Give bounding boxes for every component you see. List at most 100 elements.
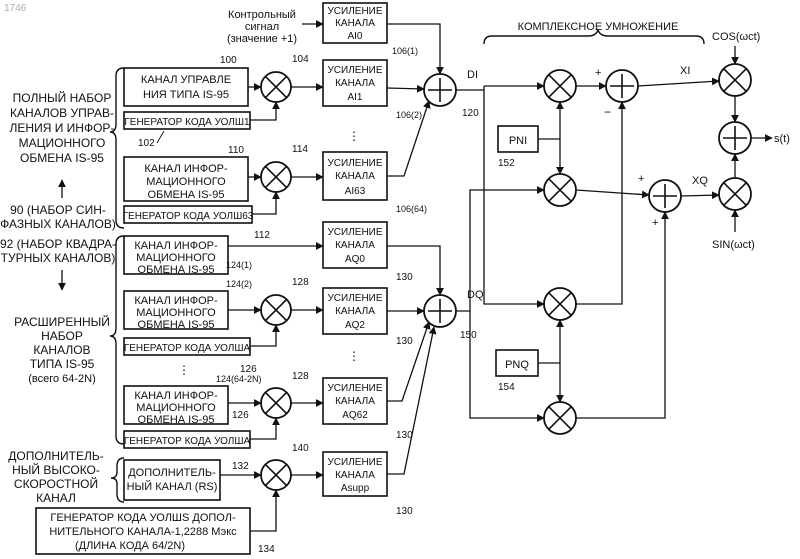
label-set90: 90 (НАБОР СИН- ФАЗНЫХ КАНАЛОВ) bbox=[0, 203, 116, 231]
ref-154: 154 bbox=[498, 382, 515, 393]
multiplier-cm-1 bbox=[544, 70, 576, 102]
ref-140: 140 bbox=[292, 443, 309, 454]
gain-ai1-sub: AI1 bbox=[347, 92, 362, 103]
extra-gen-line-3: (ДЛИНА КОДА 64/2N) bbox=[75, 540, 185, 552]
signal-di: DI bbox=[467, 69, 478, 81]
extended-line-5: (всего 64-2N) bbox=[28, 373, 96, 385]
extended-line-1: РАСШИРЕННЫЙ bbox=[14, 314, 110, 329]
ref-150: 150 bbox=[460, 330, 477, 341]
gain-ai1-title-1: УСИЛЕНИЕ bbox=[327, 65, 382, 76]
gain-ai0-sub: AI0 bbox=[347, 31, 362, 42]
control-channel-line-1: КАНАЛ УПРАВЛЕ bbox=[141, 74, 231, 86]
ref-102: 102 bbox=[138, 138, 155, 149]
gain-block-aq2: УСИЛЕНИЕ КАНАЛА AQ2 bbox=[323, 288, 387, 334]
page-number: 1746 bbox=[4, 3, 27, 14]
ref-106-64: 106(64) bbox=[396, 204, 427, 214]
walsh-gen-63-label: ГЕНЕРАТОР КОДА УОЛШ63 bbox=[123, 211, 254, 222]
control-signal-line-2: сигнал bbox=[245, 21, 279, 33]
gain-aq2-title-2: КАНАЛА bbox=[335, 306, 375, 317]
ref-112: 112 bbox=[254, 230, 270, 241]
brace-extended bbox=[110, 236, 124, 444]
summer-xi bbox=[606, 70, 638, 102]
info-q62-line-3: ОБМЕНА IS-95 bbox=[138, 414, 215, 426]
sign-xi-plus: + bbox=[595, 67, 601, 79]
ref-110: 110 bbox=[228, 145, 244, 156]
gain-ai63-sub: AI63 bbox=[345, 186, 366, 197]
label-full-set: ПОЛНЫЙ НАБОР КАНАЛОВ УПРАВ- ЛЕНИЯ И ИНФО… bbox=[10, 90, 115, 165]
info-i63-line-3: ОБМЕНА IS-95 bbox=[148, 189, 225, 201]
control-signal-line-3: (значение +1) bbox=[227, 33, 297, 45]
full-set-line-2: КАНАЛОВ УПРАВ- bbox=[10, 106, 114, 120]
pn-i-label: PNI bbox=[509, 135, 527, 147]
ref-130-b: 130 bbox=[396, 336, 413, 347]
ref-128-a: 128 bbox=[292, 277, 309, 288]
control-channel-line-2: НИЯ ТИПА IS-95 bbox=[143, 89, 229, 101]
walsh-gen-q62-label: ГЕНЕРАТОР КОДА УОЛША bbox=[124, 436, 251, 447]
lead-102 bbox=[157, 131, 164, 143]
gain-aq62-title-1: УСИЛЕНИЕ bbox=[327, 383, 382, 394]
gain-aq2-sub: AQ2 bbox=[345, 320, 365, 331]
gain-block-aq62: УСИЛЕНИЕ КАНАЛА AQ62 bbox=[323, 378, 387, 424]
gain-block-ai63: УСИЛЕНИЕ КАНАЛА AI63 bbox=[323, 152, 387, 200]
walsh-gen-1-label: ГЕНЕРАТОР КОДА УОЛШ1 bbox=[124, 117, 250, 128]
dots-gain-q: ⋮ bbox=[348, 349, 360, 363]
extra-line-4: КАНАЛ bbox=[36, 491, 76, 505]
full-set-line-5: ОБМЕНА IS-95 bbox=[20, 151, 104, 165]
gain-aq62-sub: AQ62 bbox=[342, 410, 368, 421]
ref-126-b: 126 bbox=[232, 410, 249, 421]
info-q2-line-2: МАЦИОННОГО bbox=[136, 307, 216, 319]
multiplier-104 bbox=[261, 72, 291, 102]
ref-106-2: 106(2) bbox=[396, 110, 422, 120]
gain-ai0-title-1: УСИЛЕНИЕ bbox=[327, 6, 382, 17]
gain-block-asupp: УСИЛЕНИЕ КАНАЛА Asupp bbox=[323, 452, 387, 496]
gain-asupp-title-2: КАНАЛА bbox=[335, 470, 375, 481]
info-q2-line-3: ОБМЕНА IS-95 bbox=[138, 319, 215, 331]
summer-xq bbox=[649, 180, 681, 212]
extended-line-4: ТИПА IS-95 bbox=[30, 357, 95, 371]
extra-channel-block bbox=[124, 460, 220, 500]
multiplier-128-b bbox=[261, 388, 291, 418]
ref-124-2: 124(2) bbox=[226, 279, 252, 289]
extra-gen-line-2: НИТЕЛЬНОГО КАНАЛА-1,2288 Мэкс bbox=[49, 526, 237, 538]
gain-ai63-title-2: КАНАЛА bbox=[335, 171, 375, 182]
gain-ai63-title-1: УСИЛЕНИЕ bbox=[327, 158, 382, 169]
info-i63-line-1: КАНАЛ ИНФОР- bbox=[144, 163, 228, 175]
extended-line-2: НАБОР bbox=[41, 329, 83, 343]
set92-line-1: 92 (НАБОР КВАДРА- bbox=[0, 237, 116, 251]
info-q0-line-3: ОБМЕНА IS-95 bbox=[138, 264, 215, 276]
ref-100: 100 bbox=[220, 55, 237, 66]
ref-130-a: 130 bbox=[396, 272, 413, 283]
extra-gen-line-1: ГЕНЕРАТОР КОДА УОЛШS ДОПОЛ- bbox=[50, 512, 236, 524]
gain-ai0-title-2: КАНАЛА bbox=[335, 18, 375, 29]
label-set92: 92 (НАБОР КВАДРА- ТУРНЫХ КАНАЛОВ) bbox=[0, 237, 116, 265]
ref-114: 114 bbox=[292, 144, 308, 155]
set90-line-1: 90 (НАБОР СИН- bbox=[10, 203, 106, 217]
full-set-line-1: ПОЛНЫЙ НАБОР bbox=[13, 90, 112, 105]
pn-q-label: PNQ bbox=[505, 359, 529, 371]
extended-line-3: КАНАЛОВ bbox=[33, 343, 90, 357]
info-q62-line-2: МАЦИОННОГО bbox=[136, 402, 216, 414]
multiplier-cm-4 bbox=[544, 402, 576, 434]
gain-aq0-title-1: УСИЛЕНИЕ bbox=[327, 227, 382, 238]
ref-124-64: 124(64-2N) bbox=[216, 374, 262, 384]
multiplier-cm-3 bbox=[544, 288, 576, 320]
info-q2-line-1: КАНАЛ ИНФОР- bbox=[134, 295, 218, 307]
multiplier-cm-2 bbox=[544, 174, 576, 206]
gain-block-aq0: УСИЛЕНИЕ КАНАЛА AQ0 bbox=[323, 222, 387, 268]
brace-full-set bbox=[110, 68, 124, 228]
full-set-line-4: МАЦИОННОГО bbox=[19, 136, 106, 150]
sign-xq-plus-2: + bbox=[652, 217, 658, 229]
info-q0-line-1: КАНАЛ ИНФОР- bbox=[134, 240, 218, 252]
brace-extra bbox=[111, 458, 124, 502]
gain-block-ai1: УСИЛЕНИЕ КАНАЛА AI1 bbox=[323, 60, 387, 106]
extra-line-1: ДОПОЛНИТЕЛЬ- bbox=[8, 449, 104, 463]
gain-asupp-sub: Asupp bbox=[341, 483, 370, 494]
gain-aq0-sub: AQ0 bbox=[345, 254, 365, 265]
walsh-gen-q2-label: ГЕНЕРАТОР КОДА УОЛША bbox=[124, 343, 251, 354]
ref-120: 120 bbox=[462, 108, 479, 119]
summer-out bbox=[719, 122, 751, 154]
ref-134: 134 bbox=[258, 544, 275, 555]
ref-124-1: 124(1) bbox=[226, 260, 252, 270]
multiplier-140 bbox=[261, 460, 291, 490]
